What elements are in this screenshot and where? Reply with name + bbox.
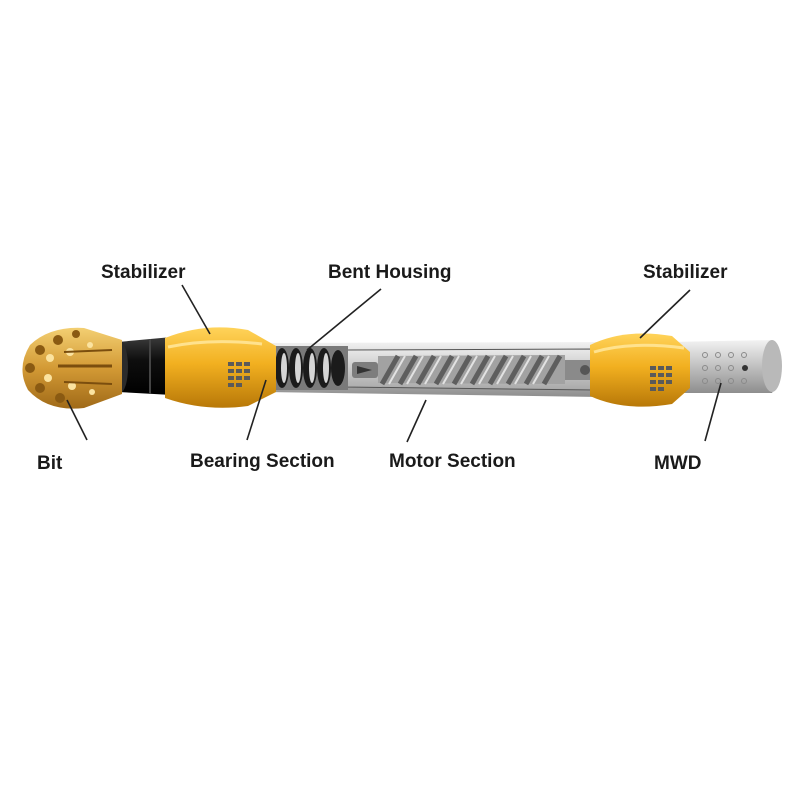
leader-bearing-section bbox=[246, 379, 267, 441]
leader-bit bbox=[66, 399, 88, 441]
leader-bent-housing bbox=[306, 288, 382, 351]
label-stabilizer-left: Stabilizer bbox=[101, 262, 186, 283]
label-stabilizer-right: Stabilizer bbox=[643, 262, 728, 283]
leader-motor-section bbox=[406, 399, 427, 443]
leader-stabilizer-left bbox=[181, 284, 211, 335]
label-mwd: MWD bbox=[654, 453, 701, 474]
drill-bit bbox=[22, 327, 122, 409]
mwd-collar bbox=[668, 340, 782, 393]
bent-housing bbox=[268, 346, 348, 390]
leader-mwd bbox=[704, 382, 722, 442]
stabilizer-left-body bbox=[165, 327, 276, 408]
label-bent-housing: Bent Housing bbox=[328, 262, 452, 283]
stabilizer-right-body bbox=[590, 333, 690, 407]
rotor bbox=[352, 354, 595, 386]
leader-stabilizer-right bbox=[639, 289, 691, 339]
label-motor-section: Motor Section bbox=[389, 451, 516, 472]
label-bearing-section: Bearing Section bbox=[190, 451, 335, 472]
label-bit: Bit bbox=[37, 453, 63, 474]
